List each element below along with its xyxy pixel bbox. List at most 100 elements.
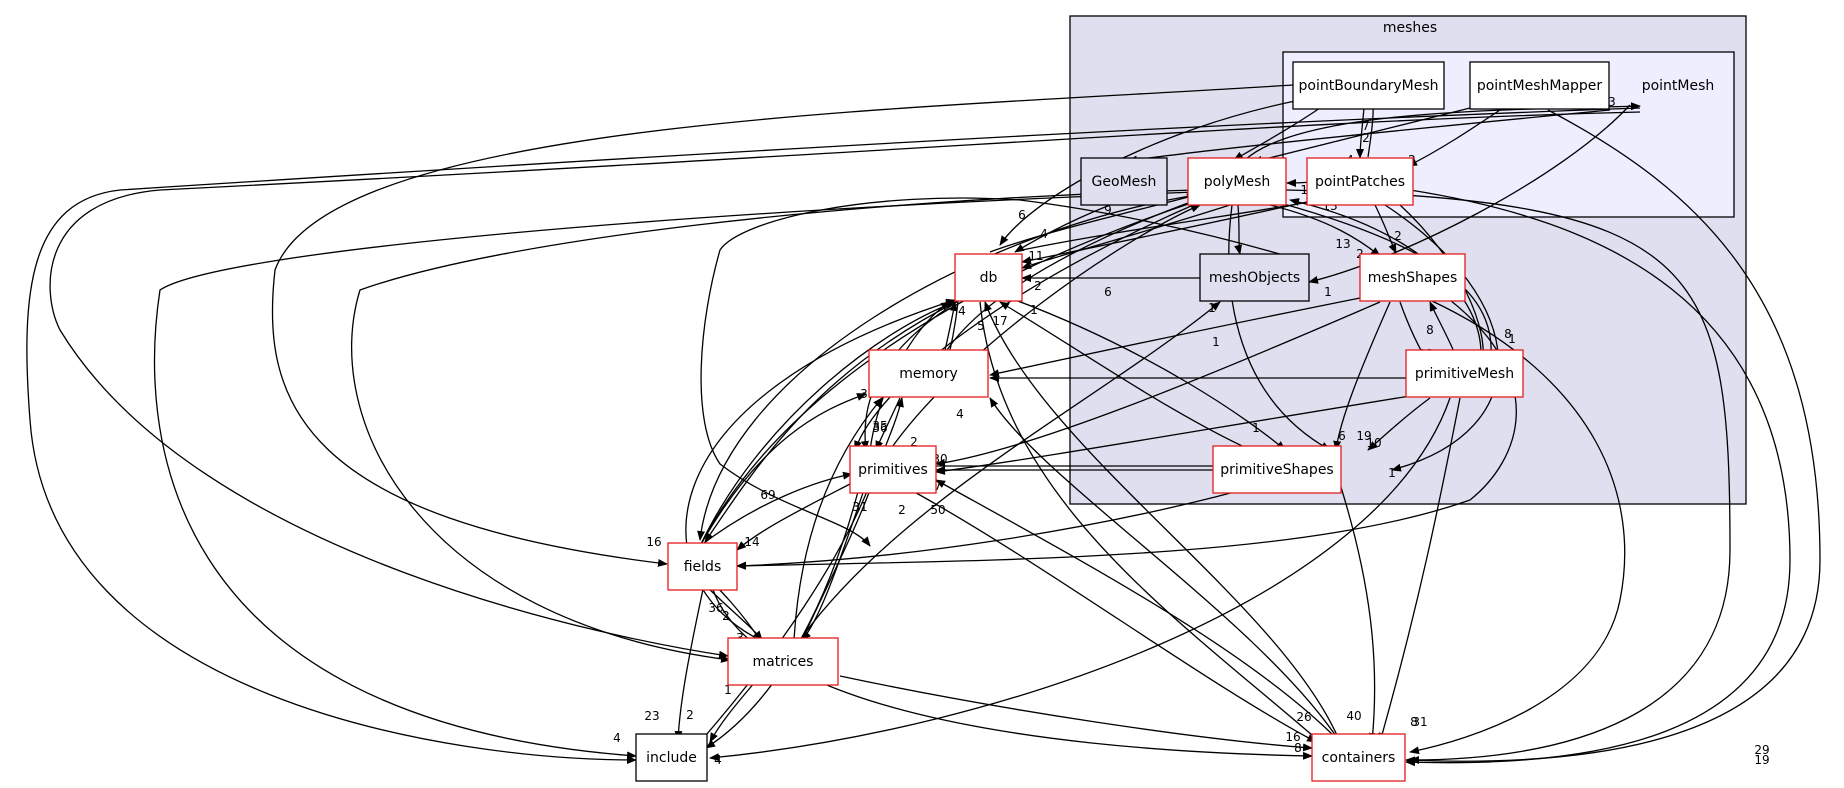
node-include[interactable]: include <box>635 733 708 782</box>
edge-matrices-db <box>685 298 956 641</box>
cluster-pointMesh-label: pointMesh <box>1642 78 1715 94</box>
edge-pointMesh-meshObjects <box>1308 104 1631 284</box>
edge-meshShapes-memory <box>989 297 1361 378</box>
edge-label: 36 <box>708 601 723 615</box>
edge-label: 8 <box>1410 715 1418 729</box>
edge-label: 11 <box>1028 249 1043 263</box>
edge-label: 2 <box>1034 279 1042 293</box>
edge-meshShapes-fields <box>736 299 1517 570</box>
edge-label: 69 <box>760 488 775 502</box>
edge-label: 1 <box>1508 332 1516 346</box>
edge-meshShapes-containers <box>1409 299 1626 755</box>
edge-label: 4 <box>876 397 884 411</box>
edge-label: 2 <box>1362 131 1370 145</box>
edge-fields-memory <box>699 393 867 547</box>
edge-label: 50 <box>930 503 945 517</box>
edge-db-primitiveShapes <box>1009 297 1286 451</box>
edge-label: 4 <box>714 753 722 767</box>
edge-primitiveShapes-fields <box>736 483 1265 570</box>
edge-matrices-primitives <box>801 483 873 641</box>
edge-primitiveShapes-containers <box>1339 483 1377 743</box>
edge-label: 1 <box>1252 421 1260 435</box>
node-meshShapes[interactable]: meshShapes <box>1359 253 1466 302</box>
edge-pointPatches-containers <box>1405 189 1791 767</box>
node-containers[interactable]: containers <box>1311 733 1406 782</box>
node-GeoMesh[interactable]: GeoMesh <box>1080 157 1168 206</box>
node-db[interactable]: db <box>954 253 1023 302</box>
edges <box>26 84 1821 767</box>
edge-matrices-include <box>709 675 761 743</box>
node-fields[interactable]: fields <box>667 542 738 591</box>
edge-polyMesh-meshObjects <box>1234 204 1242 255</box>
edge-pointBoundaryMesh-fields <box>271 84 1294 567</box>
edge-label: 16 <box>1285 730 1300 744</box>
edge-label: 1 <box>1388 466 1396 480</box>
node-polyMesh-label: polyMesh <box>1204 174 1271 190</box>
edge-label: 8 <box>1294 741 1302 755</box>
edge-label: 23 <box>644 709 659 723</box>
node-pointMeshMapper[interactable]: pointMeshMapper <box>1469 61 1610 110</box>
node-primitiveShapes[interactable]: primitiveShapes <box>1212 445 1342 494</box>
edge-label: 19 <box>1754 753 1769 767</box>
node-matrices[interactable]: matrices <box>727 637 839 686</box>
edge-label: 17 <box>992 314 1007 328</box>
cluster-meshes-label: meshes <box>1383 20 1437 36</box>
edge-containers-db <box>984 301 1341 743</box>
edge-polyMesh-containers <box>1285 189 1731 764</box>
edge-label: 13 <box>1335 237 1350 251</box>
node-pointPatches-label: pointPatches <box>1315 174 1405 190</box>
edge-label: 19 <box>1356 429 1371 443</box>
edge-fields-include <box>674 579 706 741</box>
node-pointPatches[interactable]: pointPatches <box>1306 157 1414 206</box>
node-memory[interactable]: memory <box>868 349 989 398</box>
node-fields-label: fields <box>684 559 722 575</box>
edge-label: 4 <box>958 304 966 318</box>
edge-label: 40 <box>1346 709 1361 723</box>
edge-label: 1 <box>1324 285 1332 299</box>
node-pointBoundaryMesh[interactable]: pointBoundaryMesh <box>1292 61 1445 110</box>
node-polyMesh[interactable]: polyMesh <box>1187 157 1287 206</box>
edge-label: 4 <box>1040 227 1048 241</box>
edge-label: 29 <box>1754 743 1769 757</box>
edge-primitiveMesh-include <box>709 397 1451 762</box>
node-meshShapes-label: meshShapes <box>1368 270 1458 286</box>
edge-label: 1 <box>724 683 732 697</box>
edge-fields-db <box>699 301 956 547</box>
edge-label: 4 <box>613 731 621 745</box>
edge-matrices-containers <box>839 675 1313 752</box>
edge-containers-memory <box>989 397 1341 743</box>
edge-polyMesh-db <box>1021 204 1231 269</box>
edge-label: 1 <box>1030 303 1038 317</box>
edge-label: 3 <box>1608 95 1616 109</box>
edge-label: 3 <box>860 387 868 401</box>
edge-pointMeshMapper-containers <box>1405 109 1821 765</box>
edge-label: 8 <box>1426 323 1434 337</box>
node-meshObjects[interactable]: meshObjects <box>1199 253 1310 302</box>
edge-label: 2 <box>686 708 694 722</box>
edge-fields-primitives <box>699 471 853 547</box>
edge-db-pointPatches <box>1021 197 1321 251</box>
edge-pointMesh-include <box>26 107 1641 764</box>
node-primitiveMesh[interactable]: primitiveMesh <box>1405 349 1524 398</box>
edge-db-polyMesh <box>989 193 1197 253</box>
edge-primitives-matrices <box>801 483 867 641</box>
edge-fields-containers <box>709 579 1313 760</box>
node-GeoMesh-label: GeoMesh <box>1092 174 1157 190</box>
edge-label: 6 <box>1018 208 1026 222</box>
edge-primitives-fields <box>736 483 851 551</box>
edge-label: 2 <box>722 609 730 623</box>
edge-label: 31 <box>852 500 867 514</box>
edge-db-fields <box>704 299 961 543</box>
node-primitives[interactable]: primitives <box>849 445 937 494</box>
node-meshObjects-label: meshObjects <box>1209 270 1300 286</box>
node-pointMeshMapper-label: pointMeshMapper <box>1477 78 1603 94</box>
edge-matrices-memory <box>793 397 883 641</box>
edge-label: 14 <box>744 535 759 549</box>
edge-label: 8 <box>1504 327 1512 341</box>
edge-label: 1 <box>1208 301 1216 315</box>
edge-pointBoundaryMesh-pointPatches <box>1356 107 1365 159</box>
edge-primitives-memory <box>883 397 904 451</box>
edge-label: 6 <box>1338 429 1346 443</box>
node-matrices-label: matrices <box>753 654 814 670</box>
edge-label: 26 <box>1296 710 1311 724</box>
